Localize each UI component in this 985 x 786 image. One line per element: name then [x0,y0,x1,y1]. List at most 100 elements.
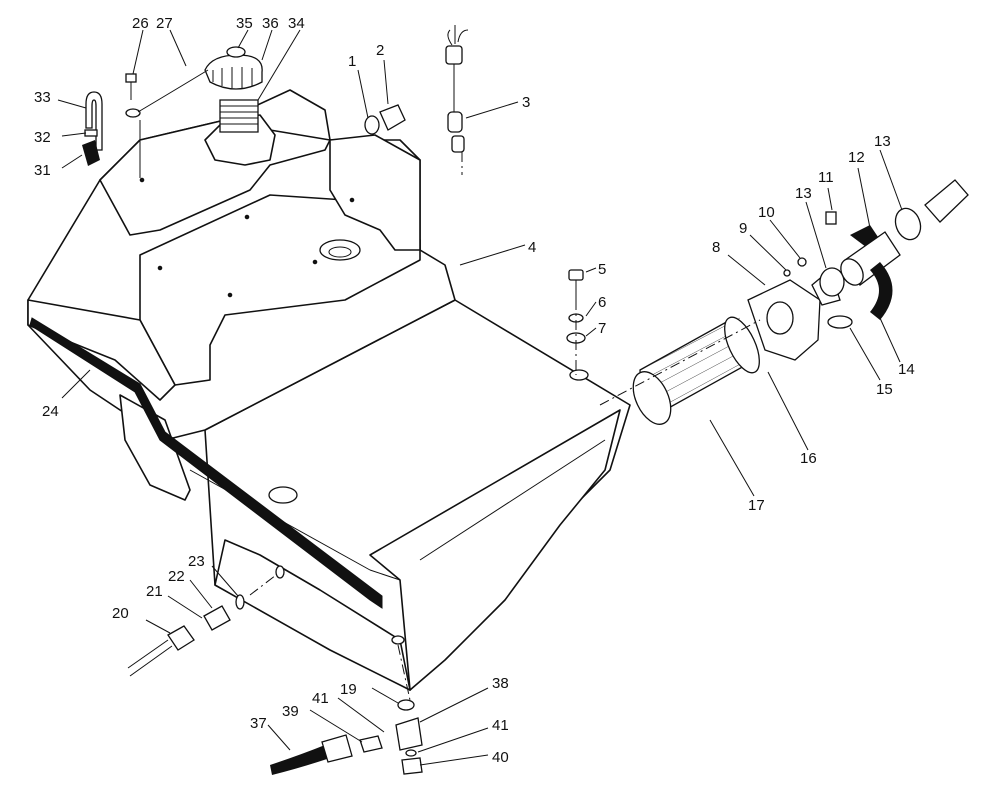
callout-21: 21 [146,583,163,600]
filler-cap-ribs [212,67,253,88]
washer-26 [125,108,141,118]
filler-cap-assembly [204,46,263,133]
callout-33: 33 [34,89,51,106]
vent-hose-31 [82,140,100,166]
filler-cap-vent [226,46,246,58]
tank-rivet [139,177,145,183]
tank-left-tab [119,394,191,501]
trim-strip-body [29,317,383,609]
screw-10 [797,257,807,267]
filter-outlet [766,301,794,335]
sender-float-lower [451,135,465,153]
tank-rivet [312,259,318,265]
callout-7: 7 [598,320,606,337]
hose-clamp-upper [894,207,922,241]
callout-32: 32 [34,129,51,146]
callout-37: 37 [250,715,267,732]
callout-6: 6 [598,294,606,311]
callout-24: 24 [42,403,59,420]
fuel-sender [445,25,469,153]
filter-gasket [724,316,760,374]
callout-34: 34 [288,15,305,32]
callout-14: 14 [898,361,915,378]
callout-labels: 1 2 3 4 5 6 7 8 9 10 11 12 13 13 14 15 1… [34,15,915,766]
callout-5: 5 [598,261,606,278]
callout-27: 27 [156,15,173,32]
tank-opening-rear-inner [328,246,352,258]
tank-opening-front [268,486,298,504]
callout-17: 17 [748,497,765,514]
callout-31: 31 [34,162,51,179]
fuel-line-37 [270,745,330,775]
hose-clamp [819,267,845,297]
callout-39: 39 [282,703,299,720]
mount-hardware [566,269,586,375]
callout-40: 40 [492,749,509,766]
callout-15: 15 [876,381,893,398]
callout-20: 20 [112,605,129,622]
callout-13b: 13 [795,185,812,202]
side-fitting-centerline [249,571,281,596]
vent-clip-32 [84,129,98,137]
o-ring-1 [364,115,380,135]
callout-19: 19 [340,681,357,698]
callout-41a: 41 [312,690,329,707]
callout-38: 38 [492,675,509,692]
callout-4: 4 [528,239,536,256]
callout-35: 35 [236,15,253,32]
vent-fittings [82,69,209,166]
tank-drain-hole [391,635,405,645]
filter-screen-mesh [649,317,756,406]
callout-12: 12 [848,149,865,166]
filler-neck-threads [220,105,258,125]
callout-11: 11 [818,169,834,186]
fill-cap-plug [364,104,406,135]
nut-40 [401,757,423,775]
tank-front-face [369,409,621,691]
bolt-5-head [568,269,584,281]
filler-cap-part [204,54,263,90]
callout-22: 22 [168,568,185,585]
plug-2 [379,104,406,131]
o-ring-41 [405,749,417,757]
drain-fittings [127,565,423,775]
clip-11 [825,211,837,225]
callout-8: 8 [712,239,720,256]
callout-41b: 41 [492,717,509,734]
filter-assembly [632,268,841,425]
o-ring-19 [397,699,415,711]
sender-wires [447,25,469,46]
tank-mount-hole [569,369,589,381]
tank-rivet [157,265,163,271]
tank-rivet [349,197,355,203]
sender-float-upper [447,111,463,133]
filter-screen-end [632,371,672,425]
filler-neck-part [219,99,259,133]
tank-right-upper-box [329,134,421,251]
callout-3: 3 [522,94,530,111]
callout-13a: 13 [874,133,891,150]
fuel-tank [27,89,631,691]
tee-38 [395,717,423,751]
hose-bend [870,262,893,320]
callout-2: 2 [376,42,384,59]
side-port [275,565,285,579]
sender-top [445,45,463,65]
screw-26 [125,73,137,83]
fuel-line-37-fitting [321,734,353,763]
drain-centerline [397,644,411,701]
callout-1: 1 [348,53,356,70]
elbow-39 [359,735,383,753]
hose-outlet [924,179,969,223]
callout-10: 10 [758,204,775,221]
hose-assembly [783,179,969,329]
callout-9: 9 [739,220,747,237]
tank-bottom-drop [214,539,411,691]
tank-rivet [244,214,250,220]
washer-9 [783,269,791,277]
hose-clamp-lower [827,315,853,329]
leader-lines [57,29,903,766]
tether-27 [137,69,209,113]
hose-sleeve-end [840,258,864,286]
